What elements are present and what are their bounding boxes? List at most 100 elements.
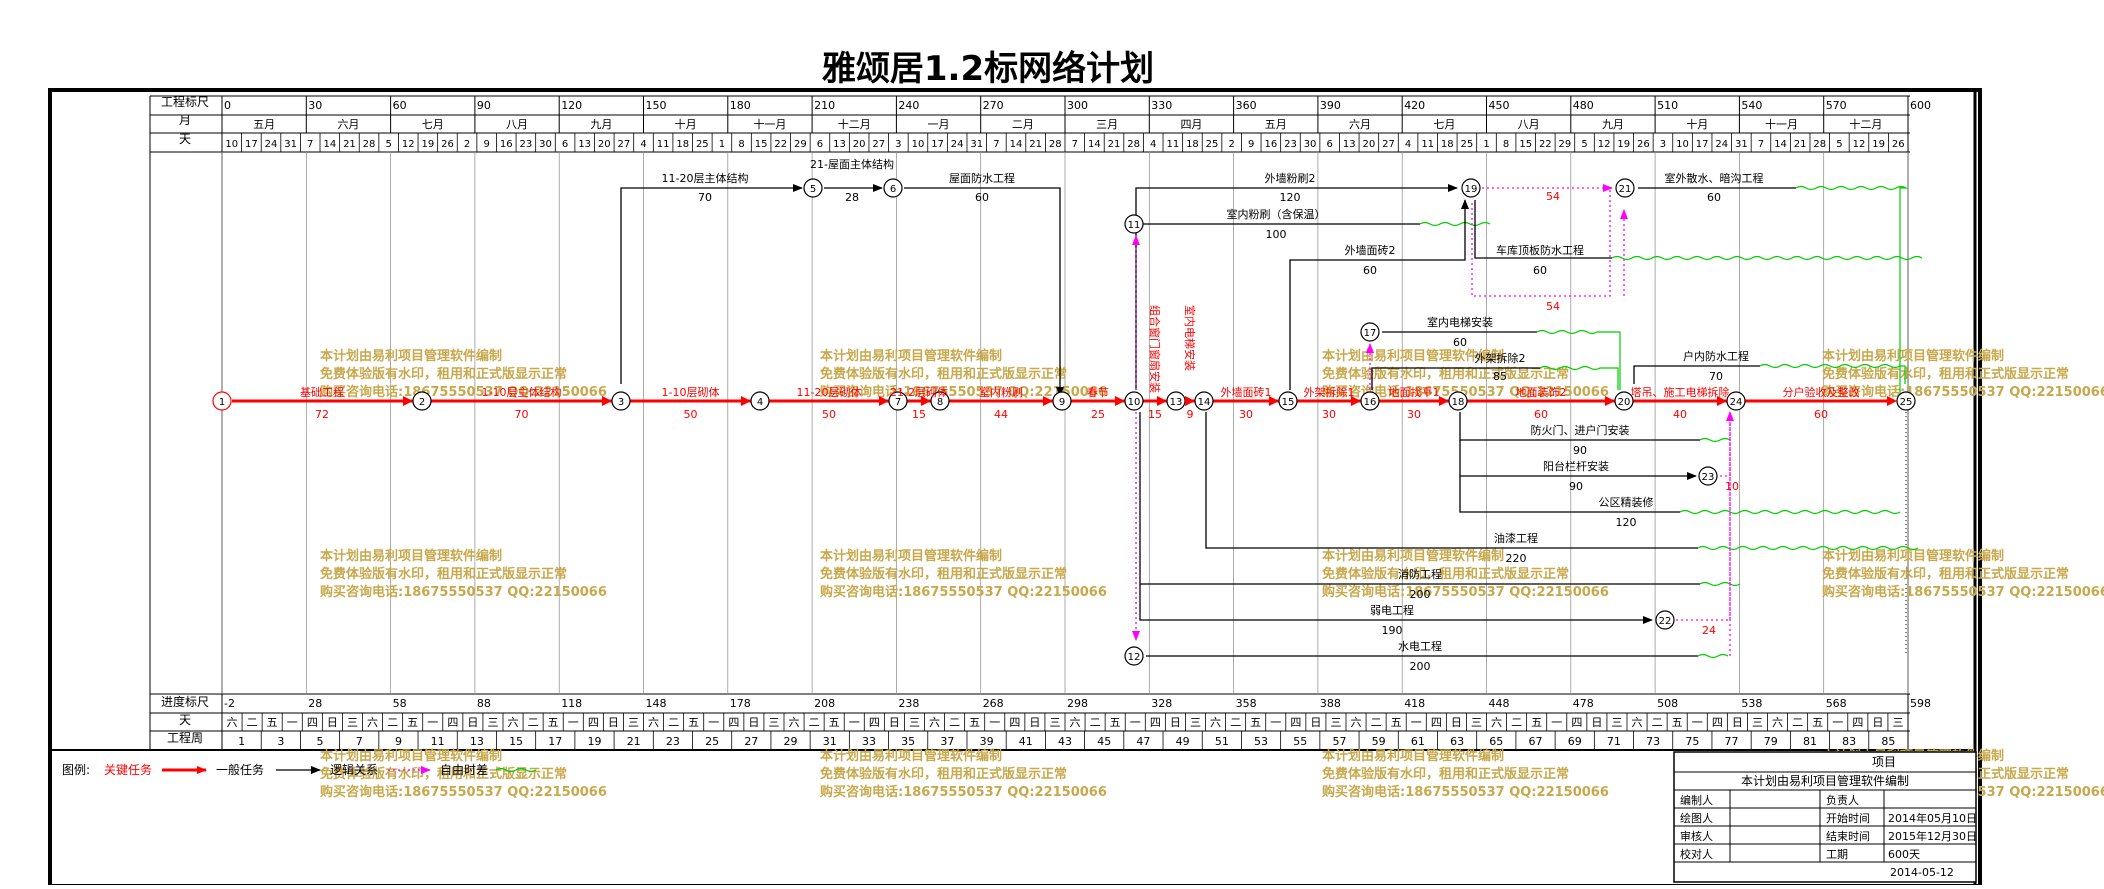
task-duration: 85 <box>1493 370 1507 383</box>
node-number: 2 <box>419 397 425 408</box>
weekday-label: 六 <box>227 716 238 729</box>
network-node <box>1655 610 1675 630</box>
critical-task-duration: 15 <box>912 408 926 421</box>
day-label: 3 <box>1660 139 1666 150</box>
weekday-label: 二 <box>247 716 258 729</box>
weekday-label: 一 <box>427 716 438 729</box>
info-key: 工期 <box>1826 848 1848 861</box>
week-label: 59 <box>1372 735 1386 748</box>
day-label: 2 <box>1228 139 1234 150</box>
day-label: 8 <box>1503 139 1509 150</box>
critical-arrowhead <box>1605 396 1615 406</box>
day-label: 14 <box>1088 139 1101 150</box>
week-label: 9 <box>395 735 402 748</box>
weekday-label: 五 <box>1391 716 1402 729</box>
weekday-label: 四 <box>1009 716 1020 729</box>
info-table-frame <box>1673 751 1977 883</box>
task-name: 车库顶板防水工程 <box>1496 243 1584 257</box>
legend-float-wave <box>495 767 537 773</box>
critical-arrowhead <box>1351 396 1361 406</box>
weekday-label: 五 <box>829 716 840 729</box>
task-name: 户内防水工程 <box>1683 349 1749 363</box>
node-number: 12 <box>1128 652 1141 663</box>
node-number: 18 <box>1452 397 1465 408</box>
slack-wave <box>1679 509 1901 515</box>
week-label: 39 <box>980 735 994 748</box>
critical-task-name: 11-20层砌体 <box>797 385 862 399</box>
day-label: 21 <box>343 139 356 150</box>
day-label: 28 <box>1813 139 1826 150</box>
weekday-label: 日 <box>1872 716 1883 729</box>
legend-critical-text: 关键任务 <box>104 762 152 777</box>
task-duration: 200 <box>1410 660 1431 673</box>
week-label: 27 <box>744 735 758 748</box>
month-label: 一月 <box>928 118 950 131</box>
critical-task-name: 室内粉刷 <box>979 385 1023 399</box>
weekday-label: 三 <box>768 716 779 729</box>
watermark-line: 免费体验版有水印，租用和正式版显示正常 <box>1322 766 1569 782</box>
network-node <box>1461 178 1481 198</box>
day-label: 11 <box>1166 139 1179 150</box>
day-label: 17 <box>931 139 944 150</box>
task-duration: 60 <box>1453 336 1467 349</box>
task-name: 室内电梯安装 <box>1427 315 1493 329</box>
day-label: 26 <box>1892 139 1905 150</box>
day-label: 16 <box>1264 139 1277 150</box>
week-label: 77 <box>1725 735 1739 748</box>
day-label: 2 <box>464 139 470 150</box>
day-label: 15 <box>1519 139 1532 150</box>
bottom-scale-tick: 508 <box>1657 697 1678 710</box>
node-number: 19 <box>1465 184 1478 195</box>
week-label: 57 <box>1332 735 1346 748</box>
critical-task-name: 地面找平1 <box>1389 385 1440 399</box>
info-key: 编制人 <box>1680 793 1713 807</box>
node-number: 14 <box>1198 397 1211 408</box>
weekday-label: 一 <box>989 716 1000 729</box>
day-label: 28 <box>1049 139 1062 150</box>
task-links <box>620 184 1923 659</box>
bottom-scale-tick: 28 <box>308 697 322 710</box>
legend-logic-text: 逻辑关系 <box>330 763 378 777</box>
watermark-line: 购买咨询电话:18675550537 QQ:22150066 <box>1322 784 1609 800</box>
task-line <box>1474 200 1612 259</box>
day-label: 11 <box>1421 139 1434 150</box>
critical-task-duration: 50 <box>684 408 698 421</box>
float-label: 24 <box>1702 624 1716 637</box>
task-duration: 60 <box>1533 264 1547 277</box>
week-label: 71 <box>1607 735 1621 748</box>
weekday-label: 四 <box>307 716 318 729</box>
node-number: 10 <box>1128 397 1141 408</box>
day-label: 3 <box>895 139 901 150</box>
task-name: 外架拆除2 <box>1475 351 1526 365</box>
day-label: 18 <box>1186 139 1199 150</box>
day-label: 20 <box>1363 139 1376 150</box>
node-number: 13 <box>1170 397 1183 408</box>
weekday-label: 日 <box>889 716 900 729</box>
watermark-line: 免费体验版有水印，租用和正式版显示正常 <box>1822 366 2069 382</box>
day-label: 12 <box>1853 139 1866 150</box>
critical-task-duration: 44 <box>994 408 1008 421</box>
watermark-line: 购买咨询电话:18675550537 QQ:22150066 <box>1822 384 2104 400</box>
weekday-label: 五 <box>1110 716 1121 729</box>
day-label: 25 <box>1206 139 1219 150</box>
weekday-label: 二 <box>1230 716 1241 729</box>
top-scale-tick: 180 <box>730 99 751 112</box>
week-label: 1 <box>238 735 245 748</box>
weekday-label: 六 <box>367 716 378 729</box>
week-label: 17 <box>548 735 562 748</box>
day-label: 27 <box>618 139 631 150</box>
day-label: 29 <box>1559 139 1572 150</box>
day-label: 18 <box>1441 139 1454 150</box>
slack-wave <box>1419 221 1491 227</box>
top-scale-tick: 420 <box>1404 99 1425 112</box>
top-scale-tick: 360 <box>1236 99 1257 112</box>
critical-task-name: 外架拆除1 <box>1304 385 1355 399</box>
day-label: 22 <box>774 139 787 150</box>
weekday-label: 三 <box>1611 716 1622 729</box>
month-label: 二月 <box>1012 118 1034 131</box>
week-label: 3 <box>277 735 284 748</box>
week-label: 21 <box>627 735 641 748</box>
info-value: 2015年12月30日 <box>1888 829 1977 843</box>
day-label: 14 <box>323 139 336 150</box>
vertical-task-label: 室内电梯安装 <box>1183 305 1197 371</box>
